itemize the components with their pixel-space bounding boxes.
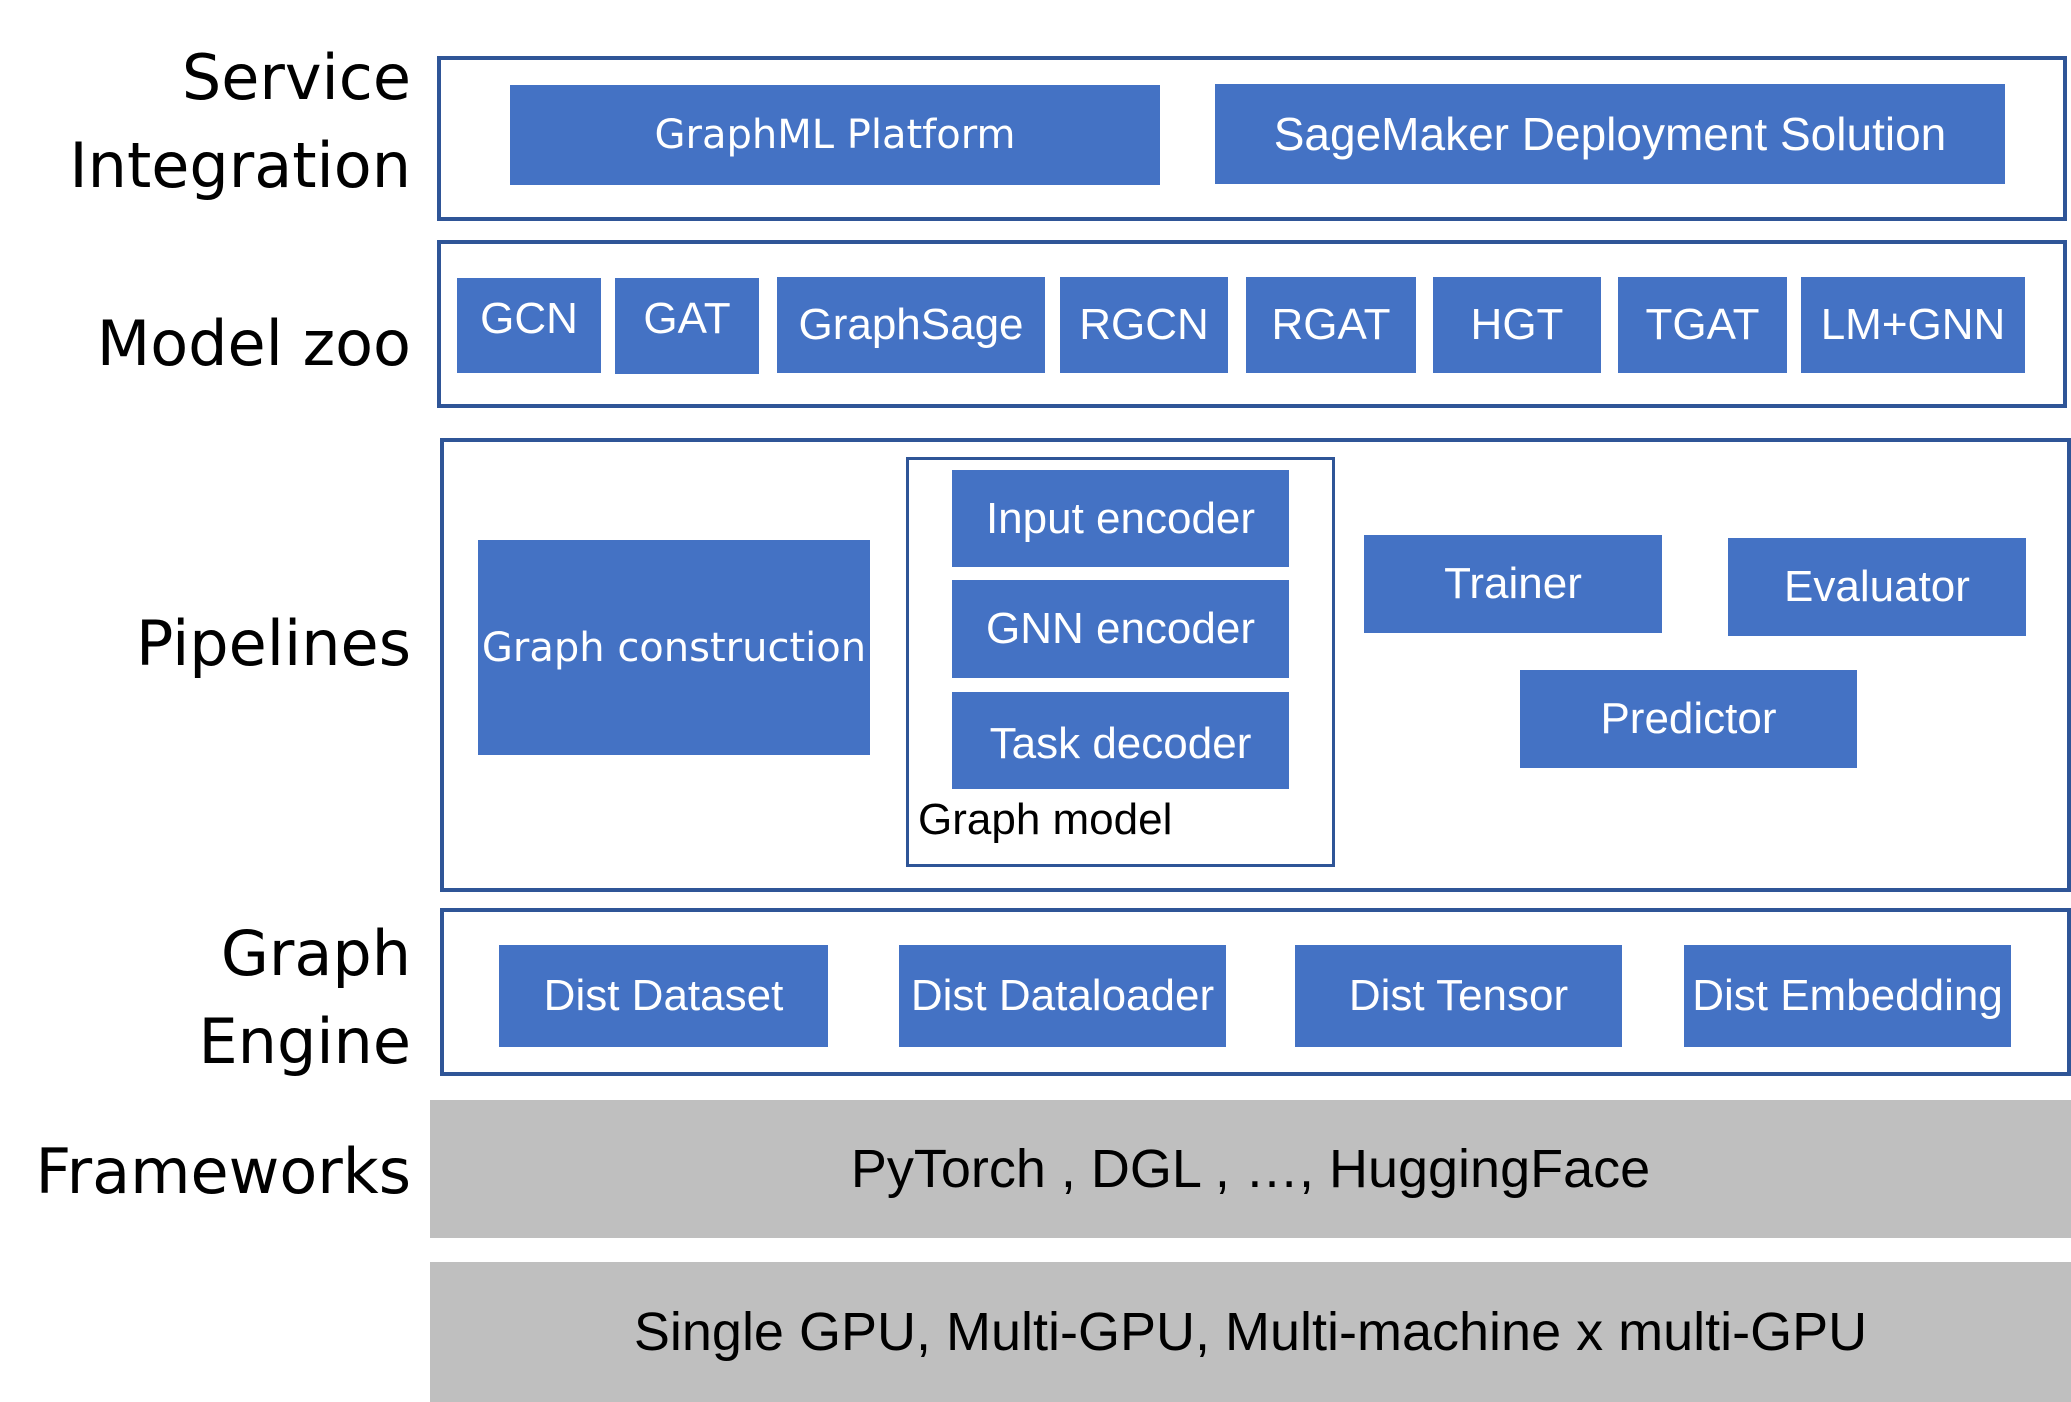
model-gat-block: GAT [615,278,759,374]
input-encoder-block: Input encoder [952,470,1289,567]
dist-dataset-block: Dist Dataset [499,945,828,1047]
task-decoder-block: Task decoder [952,692,1289,789]
graph-construction-block: Graph construction [478,540,870,755]
sagemaker-deployment-block: SageMaker Deployment Solution [1215,84,2005,184]
model-rgat-block: RGAT [1246,277,1416,373]
hardware-bar: Single GPU, Multi-GPU, Multi-machine x m… [430,1262,2071,1402]
model-lm-gnn-block: LM+GNN [1801,277,2025,373]
model-hgt-block: HGT [1433,277,1601,373]
graphml-platform-block: GraphML Platform [510,85,1160,185]
trainer-block: Trainer [1364,535,1662,633]
dist-embedding-block: Dist Embedding [1684,945,2011,1047]
layer-label-graph-engine: Graph Engine [198,917,412,1078]
layer-label-service-integration: Service Integration [69,41,411,202]
layer-label-model-zoo: Model zoo [96,307,411,380]
graph-model-caption: Graph model [918,795,1173,844]
gnn-encoder-block: GNN encoder [952,580,1289,678]
layer-label-frameworks: Frameworks [35,1135,411,1208]
model-rgcn-block: RGCN [1060,277,1228,373]
layer-label-pipelines: Pipelines [136,607,411,680]
model-graphsage-block: GraphSage [777,277,1045,373]
frameworks-bar: PyTorch , DGL , …, HuggingFace [430,1100,2071,1238]
predictor-block: Predictor [1520,670,1857,768]
model-tgat-block: TGAT [1618,277,1787,373]
model-gcn-block: GCN [457,278,601,373]
evaluator-block: Evaluator [1728,538,2026,636]
dist-tensor-block: Dist Tensor [1295,945,1622,1047]
dist-dataloader-block: Dist Dataloader [899,945,1226,1047]
